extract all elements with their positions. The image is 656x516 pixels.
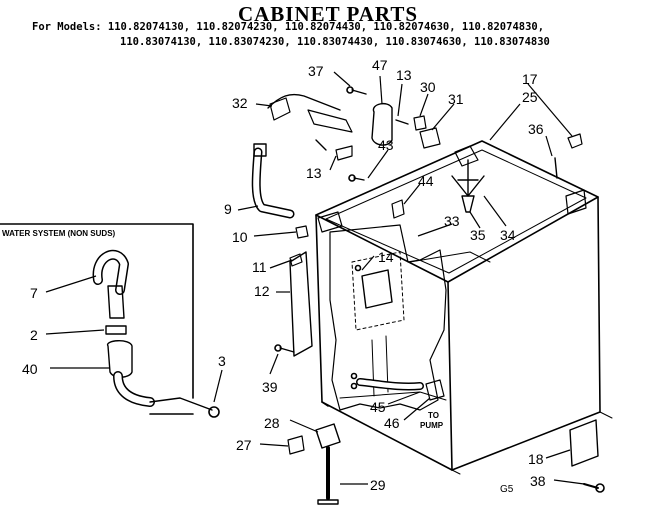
callout-11: 11 bbox=[252, 259, 267, 275]
snubber-tripod bbox=[451, 159, 485, 197]
callout-25: 25 bbox=[522, 89, 538, 105]
fitting-46 bbox=[425, 379, 445, 401]
callout-18: 18 bbox=[528, 451, 544, 467]
callout-31: 31 bbox=[448, 91, 464, 107]
inset-label: WATER SYSTEM (NON SUDS) bbox=[2, 229, 116, 238]
cabinet bbox=[315, 140, 613, 475]
callout-43: 43 bbox=[378, 137, 394, 153]
drain-hose bbox=[149, 397, 213, 411]
clamp-3 bbox=[208, 406, 220, 418]
callout-29: 29 bbox=[370, 477, 386, 493]
hose-32 bbox=[267, 93, 341, 111]
clamp-10 bbox=[295, 225, 309, 239]
callout-35: 35 bbox=[470, 227, 486, 243]
callout-30: 30 bbox=[420, 79, 436, 95]
callout-37: 37 bbox=[308, 63, 324, 79]
callout-13-left: 13 bbox=[306, 165, 322, 181]
callout-44: 44 bbox=[418, 173, 434, 189]
callout-46: 46 bbox=[384, 415, 400, 431]
ring-2 bbox=[105, 325, 127, 335]
corner-code: G5 bbox=[500, 484, 514, 495]
screw-37 bbox=[351, 89, 367, 95]
callout-45: 45 bbox=[370, 399, 386, 415]
callout-40: 40 bbox=[22, 361, 38, 377]
callout-39: 39 bbox=[262, 379, 278, 395]
clip-27 bbox=[287, 435, 305, 455]
callout-17: 17 bbox=[522, 71, 538, 87]
callout-33: 33 bbox=[444, 213, 460, 229]
pump-label-to: TO bbox=[428, 411, 439, 420]
page-title: CABINET PARTS bbox=[237, 2, 419, 26]
bracket-43 bbox=[307, 109, 353, 133]
callout-9: 9 bbox=[224, 201, 232, 217]
screw-13b bbox=[315, 139, 327, 151]
valve-47 bbox=[371, 102, 393, 146]
callout-10: 10 bbox=[232, 229, 248, 245]
part-31 bbox=[419, 127, 441, 149]
hose-9-cap bbox=[253, 143, 267, 157]
model-list: For Models: 110.82074130, 110.82074230, … bbox=[32, 20, 652, 50]
callout-3: 3 bbox=[218, 353, 226, 369]
callout-36: 36 bbox=[528, 121, 544, 137]
callout-2: 2 bbox=[30, 327, 38, 343]
part-44 bbox=[391, 199, 405, 219]
plate-12 bbox=[289, 251, 313, 357]
callout-28: 28 bbox=[264, 415, 280, 431]
models-line-2: 110.83074130, 110.83074230, 110.83074430… bbox=[120, 36, 550, 48]
switch-14 bbox=[361, 269, 393, 309]
bracket-18 bbox=[569, 419, 599, 467]
leg-bracket-28 bbox=[315, 423, 341, 449]
screw-37-head bbox=[346, 86, 354, 94]
spring-post bbox=[554, 157, 558, 179]
callout-47: 47 bbox=[372, 57, 388, 73]
screw-39 bbox=[279, 347, 295, 353]
pump-label-pump: PUMP bbox=[420, 421, 444, 430]
callout-34: 34 bbox=[500, 227, 516, 243]
models-line-1: 110.82074130, 110.82074230, 110.82074430… bbox=[107, 21, 545, 33]
clip-17 bbox=[567, 133, 583, 149]
callout-14: 14 bbox=[378, 249, 394, 265]
snubber-pad bbox=[461, 195, 475, 213]
grommet-11 bbox=[289, 253, 303, 267]
hose-32-body bbox=[269, 97, 291, 121]
tube-7b bbox=[107, 285, 125, 319]
callout-27: 27 bbox=[236, 437, 252, 453]
callout-13-top: 13 bbox=[396, 67, 412, 83]
callout-38: 38 bbox=[530, 473, 546, 489]
models-prefix: For Models: bbox=[32, 21, 102, 33]
water-system-inset bbox=[92, 249, 220, 418]
inset-box bbox=[0, 223, 194, 399]
callout-32: 32 bbox=[232, 95, 248, 111]
callout-7: 7 bbox=[30, 285, 38, 301]
clip-small bbox=[335, 145, 353, 161]
part-30 bbox=[413, 115, 427, 131]
screw-13a bbox=[395, 119, 409, 125]
callout-12: 12 bbox=[254, 283, 270, 299]
